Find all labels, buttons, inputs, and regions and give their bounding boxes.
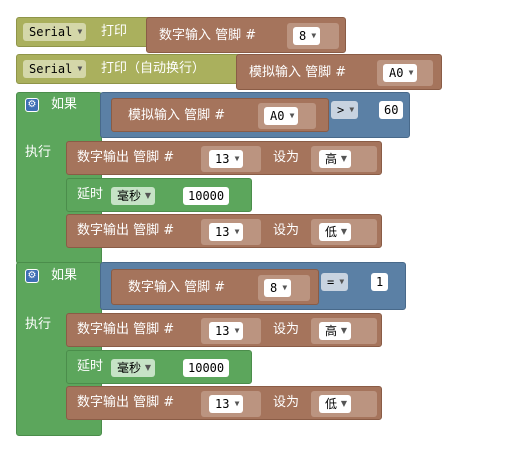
- delay-block[interactable]: 延时 毫秒 ▼ 10000: [66, 350, 252, 384]
- level-value: 低: [325, 225, 338, 239]
- chevron-down-icon: ▼: [234, 326, 240, 335]
- compare-block[interactable]: 模拟输入 管脚 # A0 ▼ > ▼ 60: [100, 92, 410, 138]
- serial-println-block[interactable]: Serial ▼ 打印（自动换行）: [16, 54, 246, 84]
- digital-read-label: 数字输入 管脚 #: [128, 280, 226, 295]
- chevron-down-icon: ▼: [282, 283, 288, 292]
- set-to-label: 设为: [273, 395, 300, 410]
- chevron-down-icon: ▼: [234, 154, 240, 163]
- do-label: 执行: [25, 317, 52, 332]
- delay-block[interactable]: 延时 毫秒 ▼ 10000: [66, 178, 252, 212]
- digital-write-label: 数字输出 管脚 #: [77, 223, 175, 238]
- pin-dropdown[interactable]: 8 ▼: [264, 279, 292, 297]
- chevron-down-icon: ▼: [144, 191, 152, 200]
- if-label: 如果: [51, 97, 78, 112]
- chevron-down-icon: ▼: [340, 154, 348, 163]
- compare-value-input[interactable]: 60: [379, 101, 404, 119]
- operator-value: >: [337, 103, 345, 117]
- level-value: 高: [325, 324, 338, 338]
- chevron-down-icon: ▼: [349, 105, 355, 114]
- compare-value: 60: [384, 103, 399, 117]
- chevron-down-icon: ▼: [340, 227, 348, 236]
- delay-unit: 毫秒: [117, 189, 142, 203]
- serial-port-label: Serial: [29, 25, 73, 39]
- compare-block[interactable]: 数字输入 管脚 # 8 ▼ = ▼ 1: [100, 262, 406, 310]
- digital-write-label: 数字输出 管脚 #: [77, 395, 175, 410]
- pin-dropdown[interactable]: A0 ▼: [383, 64, 418, 82]
- delay-label: 延时: [77, 187, 104, 202]
- digital-write-block[interactable]: 数字输出 管脚 # 13 ▼ 设为 高 ▼: [66, 141, 382, 175]
- println-label: 打印（自动换行）: [101, 61, 206, 76]
- serial-port-dropdown[interactable]: Serial ▼: [23, 60, 87, 78]
- analog-read-block[interactable]: 模拟输入 管脚 # A0 ▼: [236, 54, 442, 90]
- print-label: 打印: [101, 24, 128, 39]
- level-value: 高: [325, 152, 338, 166]
- chevron-down-icon: ▼: [144, 363, 152, 372]
- set-to-label: 设为: [273, 322, 300, 337]
- pin-dropdown[interactable]: 13 ▼: [209, 223, 244, 241]
- digital-write-block[interactable]: 数字输出 管脚 # 13 ▼ 设为 低 ▼: [66, 386, 382, 420]
- chevron-down-icon: ▼: [340, 326, 348, 335]
- gear-icon[interactable]: ⚙: [25, 98, 39, 112]
- pin-dropdown[interactable]: A0 ▼: [264, 107, 299, 125]
- delay-value-input[interactable]: 10000: [183, 359, 230, 377]
- digital-write-block[interactable]: 数字输出 管脚 # 13 ▼ 设为 低 ▼: [66, 214, 382, 248]
- analog-read-block[interactable]: 模拟输入 管脚 # A0 ▼: [111, 98, 329, 132]
- digital-read-block[interactable]: 数字输入 管脚 # 8 ▼: [146, 17, 346, 53]
- analog-read-label: 模拟输入 管脚 #: [249, 65, 347, 80]
- if-label: 如果: [51, 268, 78, 283]
- delay-value-input[interactable]: 10000: [183, 187, 230, 205]
- analog-read-label: 模拟输入 管脚 #: [128, 108, 226, 123]
- operator-dropdown[interactable]: > ▼: [331, 101, 359, 119]
- set-to-label: 设为: [273, 150, 300, 165]
- chevron-down-icon: ▼: [340, 399, 348, 408]
- digital-read-label: 数字输入 管脚 #: [159, 28, 257, 43]
- chevron-down-icon: ▼: [289, 111, 295, 120]
- pin-value: 13: [215, 397, 230, 411]
- serial-port-dropdown[interactable]: Serial ▼: [23, 23, 87, 41]
- delay-unit: 毫秒: [117, 361, 142, 375]
- chevron-down-icon: ▼: [234, 399, 240, 408]
- digital-write-label: 数字输出 管脚 #: [77, 150, 175, 165]
- digital-write-block[interactable]: 数字输出 管脚 # 13 ▼ 设为 高 ▼: [66, 313, 382, 347]
- chevron-down-icon: ▼: [77, 27, 83, 36]
- gear-icon[interactable]: ⚙: [25, 269, 39, 283]
- level-dropdown[interactable]: 低 ▼: [319, 395, 352, 413]
- delay-value: 10000: [188, 361, 225, 375]
- chevron-down-icon: ▼: [339, 277, 345, 286]
- pin-value: A0: [270, 109, 285, 123]
- serial-port-label: Serial: [29, 62, 73, 76]
- chevron-down-icon: ▼: [234, 227, 240, 236]
- delay-label: 延时: [77, 359, 104, 374]
- level-value: 低: [325, 397, 338, 411]
- pin-value: 8: [270, 281, 278, 295]
- pin-value: A0: [389, 66, 404, 80]
- digital-write-label: 数字输出 管脚 #: [77, 322, 175, 337]
- pin-dropdown[interactable]: 13 ▼: [209, 150, 244, 168]
- chevron-down-icon: ▼: [408, 68, 414, 77]
- pin-dropdown[interactable]: 8 ▼: [293, 27, 321, 45]
- set-to-label: 设为: [273, 223, 300, 238]
- pin-value: 8: [299, 29, 307, 43]
- operator-value: =: [327, 275, 335, 289]
- level-dropdown[interactable]: 高 ▼: [319, 150, 352, 168]
- pin-dropdown[interactable]: 13 ▼: [209, 395, 244, 413]
- operator-dropdown[interactable]: = ▼: [321, 273, 349, 291]
- pin-value: 13: [215, 225, 230, 239]
- level-dropdown[interactable]: 高 ▼: [319, 322, 352, 340]
- compare-value-input[interactable]: 1: [371, 273, 389, 291]
- pin-dropdown[interactable]: 13 ▼: [209, 322, 244, 340]
- serial-print-block[interactable]: Serial ▼ 打印: [16, 17, 156, 47]
- do-label: 执行: [25, 145, 52, 160]
- delay-value: 10000: [188, 189, 225, 203]
- chevron-down-icon: ▼: [311, 31, 317, 40]
- pin-value: 13: [215, 152, 230, 166]
- delay-unit-dropdown[interactable]: 毫秒 ▼: [111, 359, 156, 377]
- chevron-down-icon: ▼: [77, 64, 83, 73]
- pin-value: 13: [215, 324, 230, 338]
- delay-unit-dropdown[interactable]: 毫秒 ▼: [111, 187, 156, 205]
- level-dropdown[interactable]: 低 ▼: [319, 223, 352, 241]
- digital-read-block[interactable]: 数字输入 管脚 # 8 ▼: [111, 269, 319, 305]
- compare-value: 1: [376, 275, 384, 289]
